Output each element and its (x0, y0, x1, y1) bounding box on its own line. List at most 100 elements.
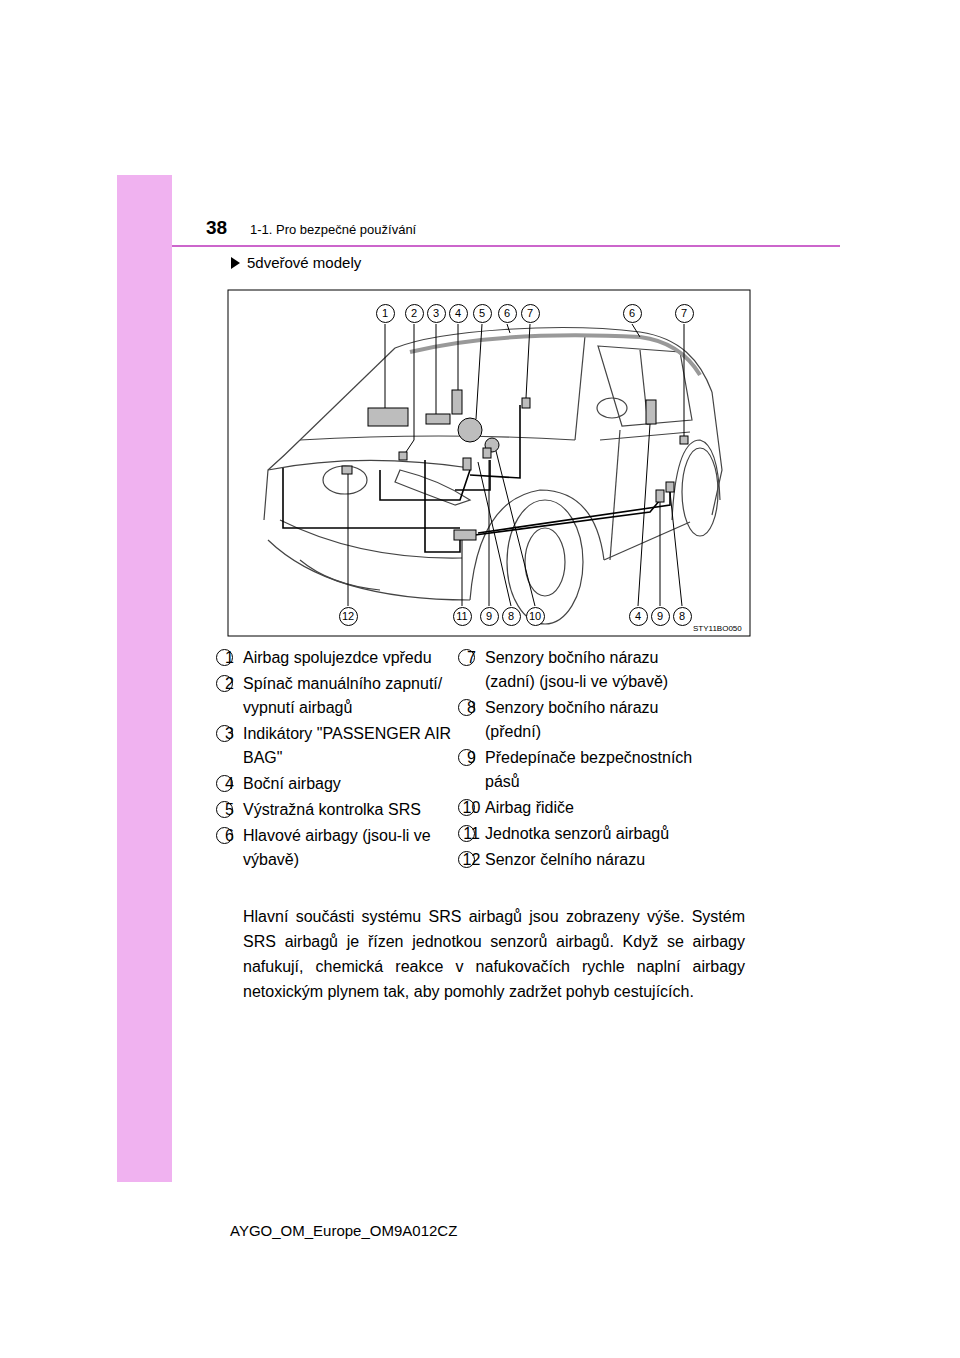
key-description: Airbag spolujezdce vpředu (243, 646, 465, 670)
body-paragraph: Hlavní součásti systému SRS airbagů jsou… (243, 908, 745, 1000)
callout-number: 6 (225, 824, 234, 848)
callout-number: 11 (456, 611, 467, 622)
key-row: 7 Senzory bočního nárazu (zadní) (jsou-li… (458, 646, 699, 694)
callout-number: 12 (463, 848, 481, 872)
subheading-box: 5dveřové modely (247, 254, 361, 271)
callout-number: 6 (504, 308, 510, 319)
key-description: Airbag řidiče (485, 796, 699, 820)
callout-circle: 7 (458, 649, 475, 666)
callout-number: 9 (467, 746, 476, 770)
page-number: 38 (206, 217, 227, 238)
key-row: 6 Hlavové airbagy (jsou-li ve výbavě) (216, 824, 465, 872)
section-header-box: 1-1. Pro bezpečné používání (250, 222, 416, 237)
callout-circle: 4 (629, 607, 648, 626)
key-row: 8 Senzory bočního nárazu (přední) (458, 696, 699, 744)
callout-number: 10 (463, 796, 481, 820)
key-column: 7 Senzory bočního nárazu (zadní) (jsou-li… (458, 646, 699, 874)
callout-number: 12 (342, 611, 354, 622)
srs-components (342, 390, 688, 540)
callout-circle: 2 (216, 675, 233, 692)
key-description: Senzor čelního nárazu (485, 848, 699, 872)
key-description: Výstražná kontrolka SRS (243, 798, 465, 822)
key-description: Senzory bočního nárazu (zadní) (jsou-li … (485, 646, 699, 694)
callout-circle: 10 (458, 799, 475, 816)
key-row: 9 Předepínače bezpečnostních pásů (458, 746, 699, 794)
callout-number: 4 (225, 772, 234, 796)
key-row: 1 Airbag spolujezdce vpředu (216, 646, 465, 670)
subheading: 5dveřové modely (247, 254, 361, 271)
figure-frame (228, 290, 750, 636)
callout-number: 8 (508, 611, 514, 622)
section-header: 1-1. Pro bezpečné používání (250, 222, 416, 237)
callout-circle: 3 (427, 304, 446, 323)
wiring (283, 405, 670, 552)
callout-number: 7 (527, 308, 533, 319)
curtain-airbag (410, 335, 640, 352)
callout-circle: 7 (521, 304, 540, 323)
callout-number: 10 (529, 611, 541, 622)
key-description: Spínač manuálního zapnutí/ vypnutí airba… (243, 672, 465, 720)
car-illustration (264, 328, 722, 624)
key-description: Jednotka senzorů airbagů (485, 822, 699, 846)
callout-number: 9 (486, 611, 492, 622)
figure-code: STY11BO050 (693, 624, 742, 633)
callout-circle: 6 (498, 304, 517, 323)
callout-circle: 1 (216, 649, 233, 666)
callout-circle: 12 (339, 607, 358, 626)
callout-circle: 8 (673, 607, 692, 626)
callout-circle: 8 (458, 699, 475, 716)
callout-number: 6 (629, 308, 635, 319)
key-row: 4 Boční airbagy (216, 772, 465, 796)
callout-circle: 10 (526, 607, 545, 626)
callout-number: 4 (635, 611, 641, 622)
callout-number: 4 (455, 308, 461, 319)
callout-number: 5 (479, 308, 485, 319)
callout-number: 1 (382, 308, 388, 319)
callout-number: 11 (463, 822, 480, 846)
callout-circle: 2 (405, 304, 424, 323)
callout-circle: 8 (502, 607, 521, 626)
callout-circle: 6 (623, 304, 642, 323)
document-code: AYGO_OM_Europe_OM9A012CZ (230, 1222, 457, 1239)
callout-circle: 9 (651, 607, 670, 626)
callout-number: 8 (679, 611, 685, 622)
callout-number: 7 (681, 308, 687, 319)
key-row: 12Senzor čelního nárazu (458, 848, 699, 872)
key-row: 10Airbag řidiče (458, 796, 699, 820)
key-row: 11Jednotka senzorů airbagů (458, 822, 699, 846)
page-number-box: 38 (206, 217, 227, 239)
callout-circle: 12 (458, 851, 475, 868)
callout-circle: 11 (458, 825, 475, 842)
key-description: Senzory bočního nárazu (přední) (485, 696, 699, 744)
callout-circle: 11 (453, 607, 472, 626)
callout-circle: 4 (449, 304, 468, 323)
key-description: Indikátory "PASSENGER AIR BAG" (243, 722, 465, 770)
callout-circle: 9 (458, 749, 475, 766)
callout-number: 2 (225, 672, 234, 696)
callout-number: 3 (433, 308, 439, 319)
callout-number: 1 (225, 646, 234, 670)
key-description: Hlavové airbagy (jsou-li ve výbavě) (243, 824, 465, 872)
callout-circle: 4 (216, 775, 233, 792)
document-code-box: AYGO_OM_Europe_OM9A012CZ (230, 1222, 457, 1239)
curtain-airbag (640, 337, 700, 375)
key-description: Boční airbagy (243, 772, 465, 796)
callout-circle: 5 (216, 801, 233, 818)
key-description: Předepínače bezpečnostních pásů (485, 746, 699, 794)
key-column: 1 Airbag spolujezdce vpředu 2 Spínač manuál… (216, 646, 465, 874)
callout-circle: 1 (376, 304, 395, 323)
callout-circle: 9 (480, 607, 499, 626)
side-band (117, 175, 172, 1182)
callout-number: 3 (225, 722, 234, 746)
callout-circle: 3 (216, 725, 233, 742)
callout-circle: 6 (216, 827, 233, 844)
callout-number: 2 (411, 308, 417, 319)
callout-number: 7 (467, 646, 476, 670)
header-rule (172, 245, 840, 247)
callout-number: 5 (225, 798, 234, 822)
body-paragraph-box: Hlavní součásti systému SRS airbagů jsou… (243, 904, 745, 1004)
callout-number: 9 (657, 611, 663, 622)
figure-code-box: STY11BO050 (693, 624, 742, 633)
callout-number: 8 (467, 696, 476, 720)
